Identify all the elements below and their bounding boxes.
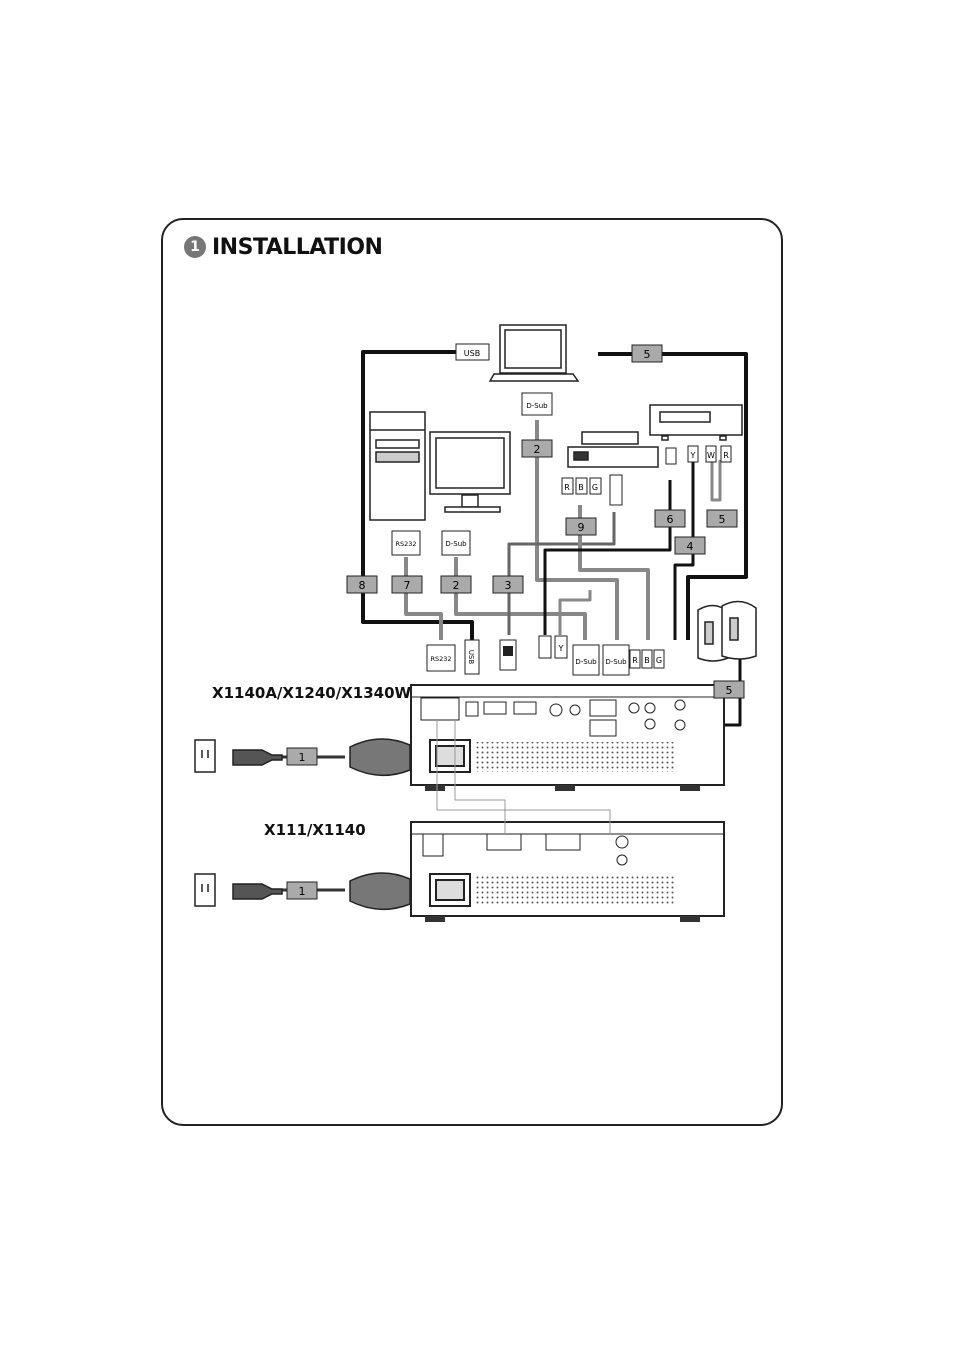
svg-text:B: B (578, 483, 584, 492)
wall-outlet-bottom-icon (194, 873, 283, 907)
dvd-player-icon (567, 431, 659, 468)
cable-tag-3: 3 (492, 575, 524, 594)
connector-rbg-projector: R B G (629, 649, 665, 669)
svg-text:D-Sub: D-Sub (575, 658, 597, 666)
connector-svideo-projector (538, 635, 552, 659)
svg-text:8: 8 (359, 579, 366, 592)
svg-text:R: R (723, 451, 729, 460)
svg-text:G: G (592, 483, 598, 492)
laptop-icon (488, 324, 580, 382)
svg-text:D-Sub: D-Sub (526, 402, 548, 410)
cable-tag-5-wr: 5 (706, 509, 738, 528)
svg-text:W: W (707, 451, 715, 460)
power-socket-top (429, 739, 471, 773)
svg-text:R: R (632, 656, 638, 665)
cable-tag-5-top: 5 (631, 344, 663, 363)
cable-tag-5-speaker: 5 (713, 680, 745, 699)
cable-tag-8: 8 (346, 575, 378, 594)
connector-dsub-projector-1: D-Sub (572, 644, 600, 676)
connector-usb-laptop: USB (455, 343, 490, 361)
svg-text:1: 1 (299, 885, 306, 898)
cable-tag-2-laptop: 2 (521, 439, 553, 458)
svg-text:4: 4 (687, 540, 694, 553)
monitor-icon (429, 431, 511, 513)
audio-cable-laptop (598, 352, 748, 640)
desktop-tower-icon (369, 411, 426, 521)
svg-text:USB: USB (467, 650, 475, 665)
svg-text:USB: USB (464, 349, 480, 358)
projector-bottom-ports (422, 833, 629, 866)
connector-y-projector: Y (554, 635, 568, 659)
connector-hdmi-projector (499, 639, 517, 671)
cable-tag-1-bottom: 1 (286, 881, 318, 900)
svg-text:6: 6 (667, 513, 674, 526)
cable-tag-2-pc: 2 (440, 575, 472, 594)
connector-rs232-projector: RS232 (426, 644, 456, 672)
av-device-icon (649, 404, 743, 441)
installation-frame (161, 218, 783, 1126)
speakers-icon (697, 600, 757, 662)
power-plug-top-icon (349, 738, 411, 776)
power-socket-bottom (429, 873, 471, 907)
composite-cable (673, 462, 695, 640)
section-number-badge: 1 (184, 236, 206, 258)
svg-text:2: 2 (453, 579, 460, 592)
wr-audio-cable (710, 460, 722, 502)
svg-text:Y: Y (690, 451, 696, 460)
section-title: INSTALLATION (212, 234, 383, 260)
svg-text:1: 1 (299, 751, 306, 764)
cable-tag-4: 4 (674, 536, 706, 555)
cable-tag-1-top: 1 (286, 747, 318, 766)
component-cable (578, 505, 650, 640)
cable-tag-6: 6 (654, 509, 686, 528)
svg-text:Y: Y (558, 644, 564, 653)
rs232-cable (404, 557, 443, 640)
connector-dsub-projector-2: D-Sub (602, 644, 630, 676)
svg-text:B: B (644, 656, 650, 665)
yellow-cable (558, 590, 592, 635)
usb-cable (361, 350, 474, 640)
power-plug-bottom-icon (349, 872, 411, 910)
cable-tags: 5 2 9 6 5 4 8 7 2 3 5 1 1 (286, 344, 745, 900)
cable-tag-9: 9 (565, 517, 597, 536)
connector-dsub-laptop: D-Sub (521, 392, 553, 416)
svg-text:9: 9 (578, 521, 585, 534)
svg-text:G: G (656, 656, 662, 665)
connector-rbg-source: R B G (561, 474, 623, 506)
projector-top (410, 684, 725, 791)
svg-text:5: 5 (644, 348, 651, 361)
svg-text:2: 2 (534, 443, 541, 456)
connector-rs232-pc: RS232 (391, 530, 421, 556)
svg-text:RS232: RS232 (395, 540, 416, 548)
projector-bottom (410, 720, 725, 922)
svg-text:D-Sub: D-Sub (445, 540, 467, 548)
svideo-cable (543, 480, 672, 635)
model-label-top: X1140A/X1240/X1340W (212, 684, 412, 702)
wall-outlet-top-icon (194, 739, 283, 773)
connector-usb-projector: USB (464, 639, 480, 675)
svg-text:RS232: RS232 (430, 655, 451, 663)
model-label-bottom: X111/X1140 (264, 821, 366, 839)
projector-top-ports (420, 697, 686, 737)
connector-dsub-pc: D-Sub (441, 530, 471, 556)
svg-text:3: 3 (505, 579, 512, 592)
svg-text:D-Sub: D-Sub (605, 658, 627, 666)
dsub-cable-laptop (535, 420, 619, 640)
svg-text:5: 5 (719, 513, 726, 526)
section-header: 1 INSTALLATION (184, 232, 383, 262)
svg-text:R: R (564, 483, 570, 492)
cable-tag-7: 7 (391, 575, 423, 594)
svg-text:7: 7 (404, 579, 411, 592)
svg-text:5: 5 (726, 684, 733, 697)
connector-ywr-source: Y W R (665, 445, 732, 465)
